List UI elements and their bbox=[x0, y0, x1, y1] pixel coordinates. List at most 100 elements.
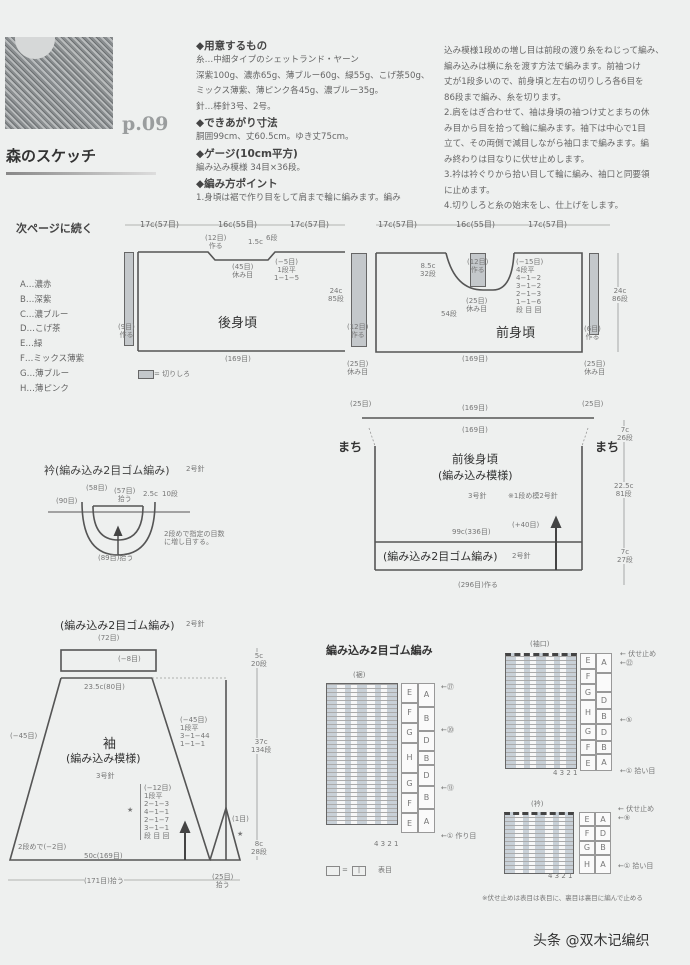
points-line: み目から目を拾って輪に編みます。袖下は中心で1目 bbox=[444, 123, 646, 134]
points-line: 4.切りしろと糸の始末をし、仕上げをします。 bbox=[444, 201, 624, 211]
bind-off-footnote: ※伏せ止めは表目は表目に、裏目は裏目に編んで止める bbox=[482, 894, 643, 902]
collar-color-col-left: E F G H bbox=[579, 812, 595, 874]
materials-heading: ◆用意するもの bbox=[196, 40, 268, 52]
page-number: p.09 bbox=[122, 113, 169, 135]
title-rule bbox=[6, 172, 156, 175]
sleeve-top-width: 23.5c(80目) bbox=[84, 683, 125, 691]
size-text: 胴囲99cm、丈60.5cm。ゆき丈75cm。 bbox=[196, 132, 354, 142]
front-dim-2: 16c(55目) bbox=[456, 220, 495, 229]
sleeve-pickup: (171目)拾う bbox=[84, 877, 124, 886]
sleeve-needle: 3号針 bbox=[96, 772, 115, 780]
cuff-stitch-numbers: 4 3 2 1 bbox=[553, 769, 578, 777]
points-line: に止めます。 bbox=[444, 185, 495, 196]
body-rib-label: (編み込み2目ゴム編み) bbox=[383, 550, 498, 563]
legend-knit-label: 表目 bbox=[378, 866, 392, 874]
sleeve-gusset-top: (1目) bbox=[232, 815, 249, 823]
front-rest-label: (25目)休み目 bbox=[584, 360, 606, 377]
cuff-chart-label: (袖口) bbox=[530, 640, 550, 648]
color-key-item: G…薄ブルー bbox=[20, 368, 70, 379]
body-needle: 3号針 bbox=[468, 492, 487, 500]
watermark: 头条 @双木记编织 bbox=[533, 933, 650, 949]
back-neck-rows: 6段 bbox=[266, 234, 278, 242]
body-pattern-label: (編み込み模様) bbox=[438, 469, 513, 482]
back-neck-cast: (12目)作る bbox=[205, 234, 227, 251]
cuff-marker: ←⑤ bbox=[620, 716, 633, 724]
back-dim-2: 16c(55目) bbox=[218, 220, 257, 229]
points-line: 1.身頃は裾で作り目をして肩まで輪に編みます。編み bbox=[196, 193, 401, 203]
materials-line: 深紫100g、濃赤65g、薄ブルー60g、緑55g、こげ茶50g、 bbox=[196, 70, 430, 81]
body-top-stitches-2: (169目) bbox=[462, 426, 488, 434]
hem-marker: ←① 作り目 bbox=[441, 832, 477, 840]
collar-rows: 10段 bbox=[162, 490, 178, 498]
hem-marker: ←⑬ bbox=[441, 784, 454, 792]
back-right-strip-label: (12目)作る bbox=[347, 323, 369, 340]
rib-chart-title: 編み込み2目ゴム編み bbox=[326, 644, 433, 657]
gauge-heading: ◆ゲージ(10cm平方) bbox=[196, 147, 298, 160]
back-body-label: 後身頃 bbox=[218, 316, 258, 331]
color-key-item: C…濃ブルー bbox=[20, 309, 69, 320]
collar-title: 衿(編み込み2目ゴム編み) bbox=[44, 464, 170, 477]
body-needle-note: ※1段め模2号針 bbox=[508, 492, 558, 500]
back-rest-label: (25目)休み目 bbox=[347, 360, 369, 377]
body-rest-left: (25目) bbox=[350, 400, 372, 408]
front-bottom-stitches: (169目) bbox=[462, 355, 488, 363]
points-line: 立て、その両側で減目しながら袖口まで編みます。編 bbox=[444, 139, 649, 149]
hem-chart-label: (裾) bbox=[353, 671, 366, 679]
body-combined-label: 前後身頃 bbox=[452, 452, 498, 466]
back-left-cut-strip bbox=[124, 252, 134, 346]
instructions-left: ◆用意するもの 糸…中細タイプのシェットランド・ヤーン 深紫100g、濃赤65g… bbox=[196, 38, 430, 207]
sleeve-gusset-pickup: (25目)拾う bbox=[212, 873, 234, 890]
back-left-strip-label: (9目)作る bbox=[118, 323, 135, 340]
body-width: 99c(336目) bbox=[452, 528, 491, 536]
hem-stitch-numbers: 4 3 2 1 bbox=[374, 840, 399, 848]
sleeve-second-row: 2段めで(−2目) bbox=[18, 843, 67, 851]
back-bottom-stitches: (169目) bbox=[225, 355, 251, 363]
sleeve-pattern: (編み込み模様) bbox=[66, 752, 141, 765]
body-rest-right: (25目) bbox=[582, 400, 604, 408]
cuff-marker: ← 伏せ止め bbox=[620, 650, 657, 658]
collar-needle: 2号針 bbox=[186, 465, 205, 473]
collar-color-col-right: A D B A bbox=[595, 812, 611, 874]
sleeve-cuff-stitches: (72目) bbox=[98, 634, 120, 642]
collar-label-57: (57目)拾う bbox=[114, 487, 136, 504]
back-neck-rest: (45目)休み目 bbox=[232, 263, 254, 280]
front-neck-cut-strip bbox=[470, 253, 486, 287]
cuff-color-col-right: A D B D B A bbox=[596, 653, 612, 771]
center-cut-strip bbox=[351, 253, 367, 347]
body-increase: (+40目) bbox=[512, 521, 540, 529]
color-key-item: E…緑 bbox=[20, 339, 43, 350]
front-right-cut-strip bbox=[589, 253, 599, 335]
cut-allowance-swatch bbox=[138, 370, 154, 379]
continued-label: 次ページに続く bbox=[16, 222, 93, 235]
instructions-right: 込み模様1段めの増し目は前段の渡り糸をねじって編み、 編み込みは横に糸を渡す方法… bbox=[444, 44, 664, 215]
hem-color-col-left: E F G H G F E bbox=[401, 683, 418, 833]
sleeve-rib-needle: 2号針 bbox=[186, 620, 205, 628]
collar-depth: 2.5c bbox=[143, 490, 158, 498]
gauge-text: 編み込み模様 34目×36段。 bbox=[196, 162, 306, 173]
collar-note: 2段めで指定の目数に増し目する。 bbox=[164, 530, 225, 547]
points-line: 込み模様1段めの増し目は前段の渡り糸をねじって編み、 bbox=[444, 46, 664, 56]
collar-marker: ←① 拾い目 bbox=[618, 862, 654, 870]
collar-marker: ←⑨ bbox=[618, 814, 631, 822]
body-cast-on: (296目)作る bbox=[458, 581, 498, 589]
body-rib-needle: 2号針 bbox=[512, 552, 531, 560]
materials-line: 針…棒針3号、2号。 bbox=[196, 101, 276, 112]
front-dim-1: 17c(57目) bbox=[378, 220, 417, 229]
legend-knit-cell: | bbox=[352, 866, 366, 876]
materials-line: 糸…中細タイプのシェットランド・ヤーン bbox=[196, 55, 359, 65]
collar-pickup: (89目)拾う bbox=[98, 554, 134, 562]
points-line: 2.肩をはぎ合わせて、袖は身頃の袖つけ丈とまちの休 bbox=[444, 108, 650, 118]
cuff-stitch-chart bbox=[505, 653, 577, 769]
page-title: 森のスケッチ bbox=[6, 147, 97, 165]
color-key-item: D…こげ茶 bbox=[20, 324, 61, 335]
